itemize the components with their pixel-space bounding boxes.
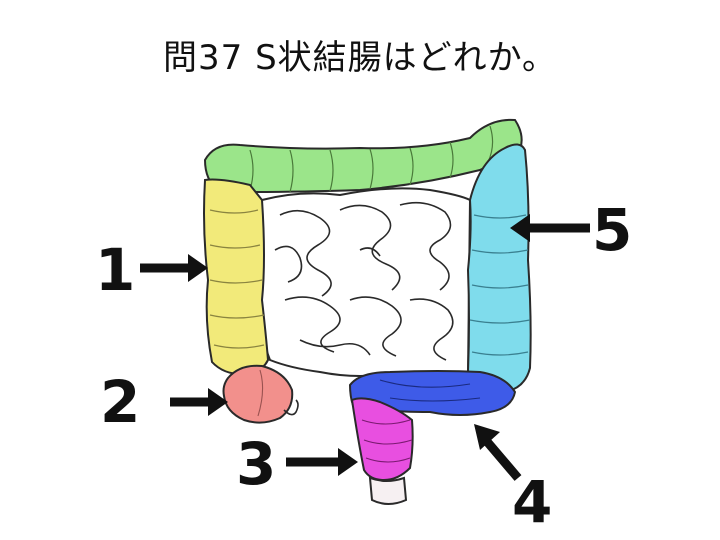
label-4: 4 [512, 468, 552, 536]
label-arrow-4 [474, 424, 522, 481]
label-5: 5 [592, 196, 632, 264]
label-2: 2 [100, 368, 140, 436]
ascending-haustra [209, 209, 265, 349]
descending-colon [466, 143, 532, 394]
rectum [368, 476, 408, 505]
label-arrow-3 [286, 448, 358, 476]
cecum [222, 364, 294, 424]
label-arrow-2 [170, 388, 228, 416]
small-intestine [259, 187, 472, 379]
label-1: 1 [95, 236, 135, 304]
descending-haustra [469, 214, 531, 356]
appendix [283, 399, 299, 416]
question-title: 問37 S状結腸はどれか。 [163, 38, 557, 78]
label-arrow-5 [510, 214, 590, 242]
label-arrow-1 [140, 254, 208, 282]
colon-segment-3 [350, 397, 414, 482]
ascending-colon [203, 178, 270, 376]
label-3: 3 [236, 430, 276, 498]
transverse-haustra [249, 125, 494, 193]
